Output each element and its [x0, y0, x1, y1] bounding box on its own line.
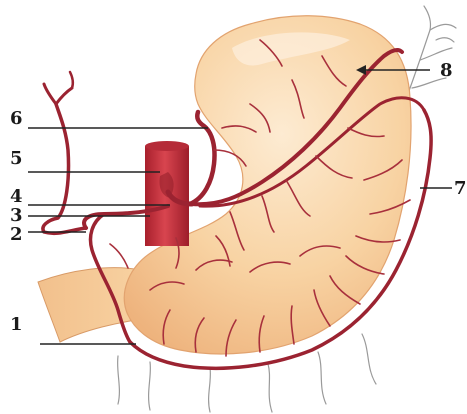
proper-hepatic-artery — [43, 104, 86, 233]
hepatic-fork-left — [44, 84, 56, 104]
label-2: 2 — [10, 224, 23, 245]
label-8: 8 — [440, 60, 453, 81]
label-7: 7 — [454, 178, 467, 199]
label-4: 4 — [10, 186, 23, 207]
hepatic-fork-tip — [70, 72, 73, 88]
label-5: 5 — [10, 148, 23, 169]
splenic-artery — [190, 112, 215, 204]
hepatic-fork-right — [56, 88, 72, 104]
label-1: 1 — [10, 314, 23, 335]
label-6: 6 — [10, 108, 23, 129]
label-3: 3 — [10, 205, 23, 226]
